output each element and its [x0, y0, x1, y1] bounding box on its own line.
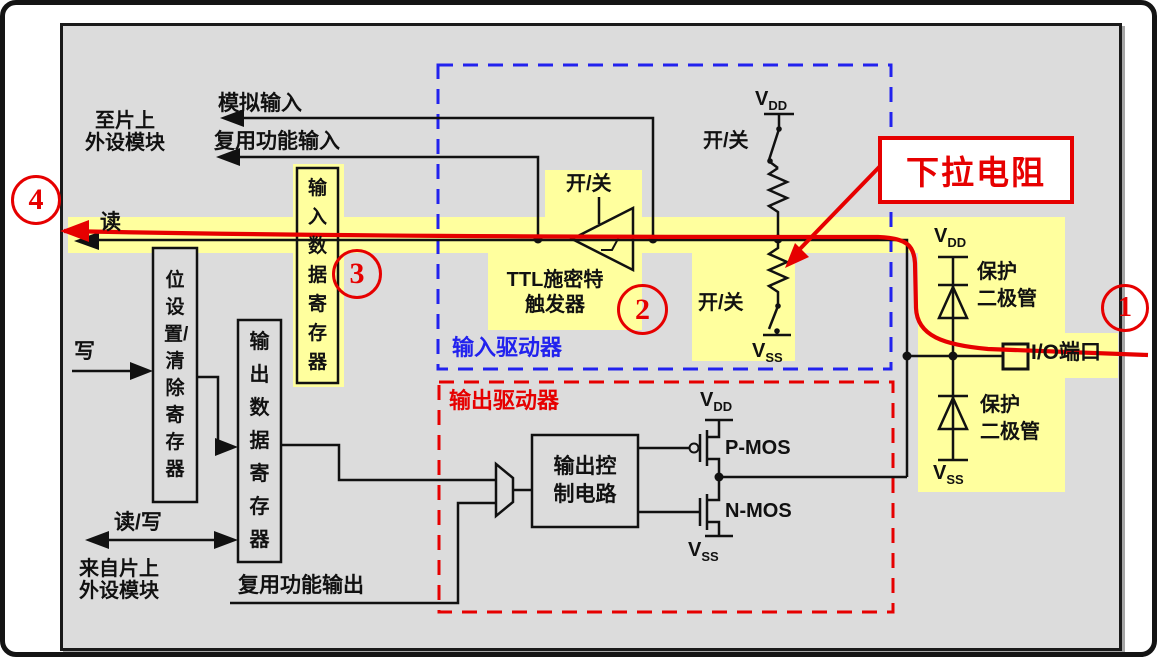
to-onchip-label: 至片上 外设模块 — [66, 110, 184, 154]
io-pad-square — [1001, 342, 1030, 371]
af-input-label: 复用功能输入 — [214, 130, 340, 153]
on-off-label-pullup: 开/关 — [703, 130, 749, 152]
ttl-schmitt-label: TTL施密特 触发器 — [490, 268, 620, 318]
circled-number-1: 1 — [1101, 284, 1149, 332]
pullup-resistor — [765, 166, 791, 239]
pullup-switch — [764, 112, 794, 169]
bitset-register-label: 位设置/清除寄存器 — [153, 248, 197, 502]
from-onchip-line2: 外设模块 — [79, 580, 159, 602]
circled-number-4: 4 — [11, 175, 61, 225]
ttl-line1: TTL施密特 — [506, 269, 604, 291]
protect-diode-upper-label: 保护 二极管 — [977, 259, 1067, 313]
on-off-label-trigger: 开/关 — [566, 173, 612, 195]
bitset-to-odr-wire — [197, 375, 226, 449]
protect-lower-line1: 保护 — [980, 394, 1020, 416]
main-input-wire — [90, 238, 909, 477]
output-control-line2: 制电路 — [553, 483, 617, 506]
circled-number-2: 2 — [617, 284, 668, 335]
vss-label-diode: VSS — [933, 462, 964, 487]
bitset-register-box — [151, 246, 199, 504]
nmos-label: N-MOS — [725, 500, 792, 522]
vdd-label-pullup: VDD — [755, 88, 788, 113]
wires — [72, 112, 1003, 605]
pulldown-resistor-callout: 下拉电阻 — [878, 136, 1074, 204]
circled-number-3: 3 — [332, 249, 382, 299]
af-output-label: 复用功能输出 — [238, 574, 364, 597]
protect-diode-lower-label: 保护 二极管 — [980, 392, 1070, 446]
af-input-wire — [220, 155, 540, 238]
pulldown-resistor-text: 下拉电阻 — [906, 154, 1046, 191]
output-driver-box — [437, 380, 895, 614]
vss-label-nmos: VSS — [688, 539, 719, 564]
highlight-regions — [68, 164, 1118, 492]
vdd-label-pmos: VDD — [700, 389, 733, 414]
output-data-register-box — [236, 318, 283, 564]
pmos-gate-bubble — [688, 442, 700, 454]
pulldown-annotation-arrowhead — [785, 243, 809, 268]
vdd-label-diode: VDD — [934, 225, 967, 250]
output-control-line1: 输出控 — [553, 455, 617, 478]
protect-upper-line2: 二极管 — [977, 288, 1037, 310]
pmos-label: P-MOS — [725, 437, 791, 459]
input-data-register-label: 输入数据寄存器 — [297, 168, 338, 383]
bitset-register-text: 位设置/清除寄存器 — [164, 270, 189, 480]
analog-input-wire — [224, 116, 655, 238]
input-driver-box — [436, 63, 893, 371]
output-data-register-text: 输出数据寄存器 — [249, 330, 270, 551]
protect-upper-line1: 保护 — [977, 261, 1017, 283]
upper-diode-triangle — [937, 283, 969, 320]
vss-label-pulldown: VSS — [752, 340, 783, 365]
ttl-line2: 触发器 — [525, 294, 585, 316]
from-onchip-label: 来自片上 外设模块 — [58, 558, 180, 602]
read-write-label: 读/写 — [114, 511, 162, 534]
output-control-box — [530, 433, 640, 529]
protect-lower-line2: 二极管 — [980, 421, 1040, 443]
af-output-wire — [230, 501, 496, 605]
to-onchip-line1: 至片上 — [95, 110, 155, 132]
to-onchip-line2: 外设模块 — [85, 132, 165, 154]
lower-diode-triangle — [937, 394, 969, 431]
output-data-register-label: 输出数据寄存器 — [238, 320, 281, 562]
output-control-label: 输出控 制电路 — [532, 435, 638, 527]
schmitt-trigger-triangle — [569, 205, 635, 273]
read-path-arrowhead — [60, 220, 89, 242]
pmos-symbol — [638, 418, 733, 477]
on-off-label-pulldown: 开/关 — [698, 292, 744, 314]
odr-output-wire — [281, 443, 496, 482]
nmos-symbol — [638, 478, 733, 538]
io-port-label: I/O端口 — [1031, 341, 1102, 364]
analog-input-label: 模拟输入 — [218, 92, 302, 115]
write-label: 写 — [74, 340, 95, 363]
pulldown-annotation-arrow — [795, 158, 888, 254]
pulldown-resistor-sym — [765, 239, 791, 304]
input-data-register-text: 输入数据寄存器 — [307, 178, 327, 373]
mux-shape — [494, 461, 515, 519]
from-onchip-line1: 来自片上 — [79, 558, 159, 580]
read-label: 读 — [100, 211, 121, 234]
input-driver-label: 输入驱动器 — [452, 335, 563, 360]
output-driver-label: 输出驱动器 — [449, 388, 560, 413]
